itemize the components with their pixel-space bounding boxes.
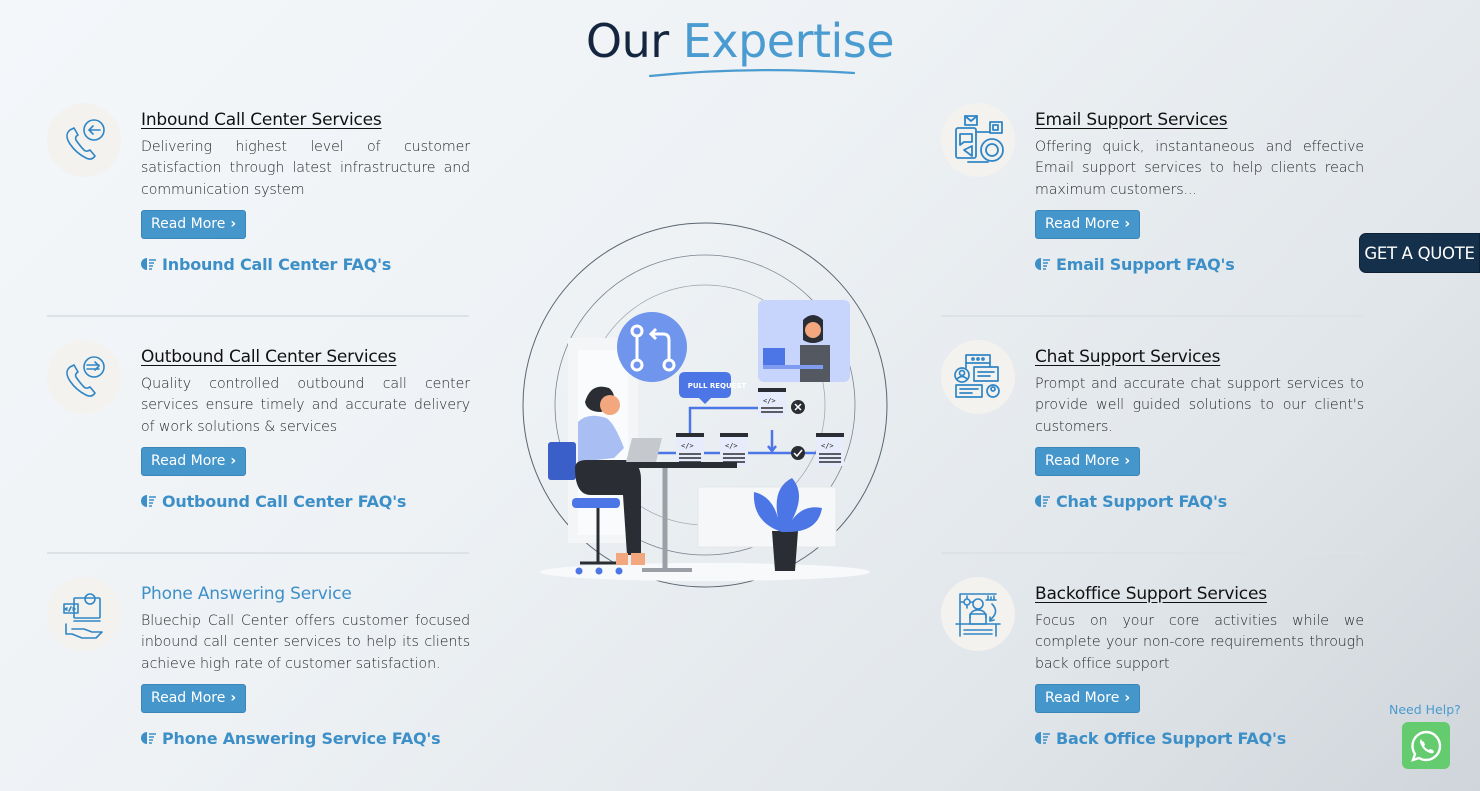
faq-label: Back Office Support FAQ's [1056,728,1287,748]
service-description: Delivering highest level of customer sat… [141,139,470,198]
title-expertise: Expertise [682,14,895,68]
read-more-button[interactable]: Read More › [1035,209,1141,239]
chevron-right-icon: › [230,216,237,233]
divider [47,315,469,317]
faq-label: Phone Answering Service FAQ's [162,728,441,748]
faq-link[interactable]: Outbound Call Center FAQ's [141,492,470,511]
faq-bubble-icon [141,258,156,271]
faq-link[interactable]: Email Support FAQ's [1035,255,1364,274]
service-description: Offering quick, instantaneous and effect… [1035,139,1364,198]
faq-bubble-icon [1035,495,1050,508]
service-title-link[interactable]: Chat Support Services [1035,347,1221,367]
read-more-label: Read More [151,453,226,470]
read-more-label: Read More [151,690,226,707]
service-description: Bluechip Call Center offers customer foc… [141,613,470,672]
svg-text:</>: </> [821,442,834,450]
chevron-right-icon: › [230,453,237,470]
svg-text:</>: </> [725,442,738,450]
faq-bubble-icon [1035,258,1050,271]
faq-label: Inbound Call Center FAQ's [162,254,392,274]
read-more-label: Read More [1045,453,1120,470]
email-support-icon [941,103,1015,177]
faq-label: Chat Support FAQ's [1056,491,1227,511]
service-description: Quality controlled outbound call center … [141,376,470,435]
faq-bubble-icon [141,495,156,508]
faq-link[interactable]: Back Office Support FAQ's [1035,729,1364,748]
get-a-quote-button[interactable]: GET A QUOTE [1359,233,1480,273]
service-title-link[interactable]: Inbound Call Center Services [141,110,382,130]
read-more-label: Read More [1045,216,1120,233]
read-more-button[interactable]: Read More › [141,683,247,713]
pull-request-illustration: PULL REQUEST </> </> </> </> [522,222,888,588]
service-title-link[interactable]: Outbound Call Center Services [141,347,397,367]
faq-link[interactable]: Chat Support FAQ's [1035,492,1364,511]
divider [941,552,1363,554]
title-underline-swoosh [648,69,856,78]
svg-text:</>: </> [681,442,694,450]
chevron-right-icon: › [230,690,237,707]
divider [941,315,1363,317]
phone-answering-icon [47,577,121,651]
read-more-button[interactable]: Read More › [141,209,247,239]
whatsapp-icon [1411,730,1442,762]
read-more-button[interactable]: Read More › [1035,446,1141,476]
service-title-link[interactable]: Email Support Services [1035,110,1228,130]
faq-label: Email Support FAQ's [1056,254,1235,274]
need-help-label: Need Help? [1389,702,1461,717]
whatsapp-button[interactable] [1402,722,1450,769]
page-title: Our Expertise [0,14,1480,68]
svg-text:</>: </> [763,397,776,405]
chevron-right-icon: › [1124,216,1131,233]
faq-bubble-icon [141,732,156,745]
title-our: Our [585,14,669,68]
faq-bubble-icon [1035,732,1050,745]
chat-support-icon [941,340,1015,414]
inbound-call-icon [47,103,121,177]
faq-link[interactable]: Phone Answering Service FAQ's [141,729,470,748]
read-more-label: Read More [151,216,226,233]
outbound-call-icon [47,340,121,414]
read-more-button[interactable]: Read More › [141,446,247,476]
read-more-label: Read More [1045,690,1120,707]
backoffice-support-icon [941,577,1015,651]
service-description: Focus on your core activities while we c… [1035,613,1364,672]
faq-link[interactable]: Inbound Call Center FAQ's [141,255,470,274]
pull-request-badge: PULL REQUEST [688,382,747,390]
chevron-right-icon: › [1124,453,1131,470]
service-description: Prompt and accurate chat support service… [1035,376,1364,435]
divider [47,552,469,554]
read-more-button[interactable]: Read More › [1035,683,1141,713]
faq-label: Outbound Call Center FAQ's [162,491,407,511]
chevron-right-icon: › [1124,690,1131,707]
service-title-link[interactable]: Backoffice Support Services [1035,584,1267,604]
service-title-link[interactable]: Phone Answering Service [141,584,352,604]
